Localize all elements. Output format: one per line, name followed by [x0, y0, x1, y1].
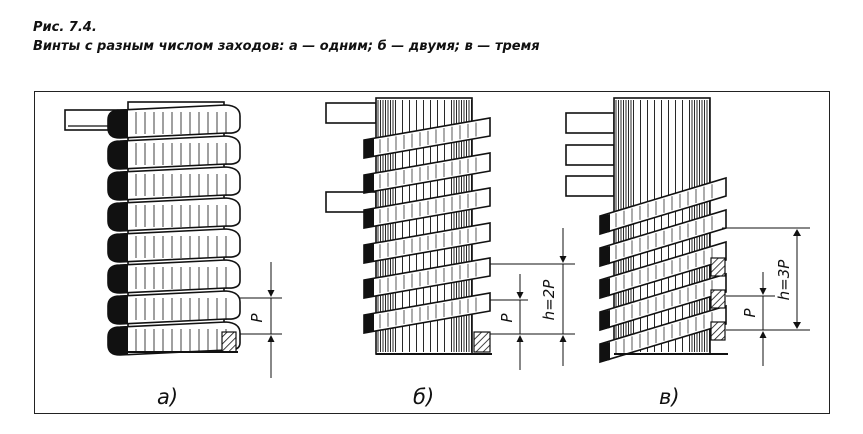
- dimension-label-h-c: h=3P: [775, 259, 793, 301]
- thread-shadow: [108, 234, 128, 262]
- dimension-h-b: h=2P: [540, 228, 567, 366]
- thread-shadow: [108, 265, 128, 293]
- thread-shadow: [108, 296, 128, 324]
- panel-letter-b: б): [413, 385, 434, 409]
- thread-shadow: [364, 208, 374, 228]
- thread-shadow: [108, 172, 128, 200]
- thread-shadow: [600, 310, 610, 330]
- dimension-p-b: P: [490, 263, 575, 370]
- dimension-label-h-b: h=2P: [540, 279, 558, 321]
- thread-shadow: [108, 141, 128, 169]
- figure-frame: [34, 91, 830, 414]
- thread-shadow: [364, 313, 374, 333]
- panel-letter-a: а): [157, 385, 178, 409]
- thread-shadow: [364, 278, 374, 298]
- screw-single-start: [64, 101, 241, 356]
- thread-shadow: [600, 278, 610, 298]
- figure-caption: Винты с разным числом заходов: а — одним…: [33, 39, 540, 54]
- thread-shadow: [600, 214, 610, 234]
- thread-shadow: [108, 203, 128, 231]
- thread-shadow: [600, 342, 610, 362]
- thread-shadow: [600, 246, 610, 266]
- dimension-label-p-a: P: [248, 313, 266, 323]
- dimension-p-a: P: [240, 262, 282, 378]
- thread-shadow: [364, 243, 374, 263]
- dimension-h-c: h=3P: [775, 229, 801, 329]
- screw-three-start: [565, 97, 728, 364]
- thread-shadow: [364, 173, 374, 193]
- thread-shadow: [364, 138, 374, 158]
- panel-letter-c: в): [659, 385, 680, 409]
- screw-two-start: [325, 97, 492, 355]
- dimension-p-c: P: [722, 227, 810, 366]
- figure-number: Рис. 7.4.: [33, 20, 97, 35]
- thread-shadow: [108, 327, 128, 355]
- dimension-label-p-c: P: [741, 308, 759, 318]
- thread-shadow: [108, 110, 128, 138]
- dimension-label-p-b: P: [498, 313, 516, 323]
